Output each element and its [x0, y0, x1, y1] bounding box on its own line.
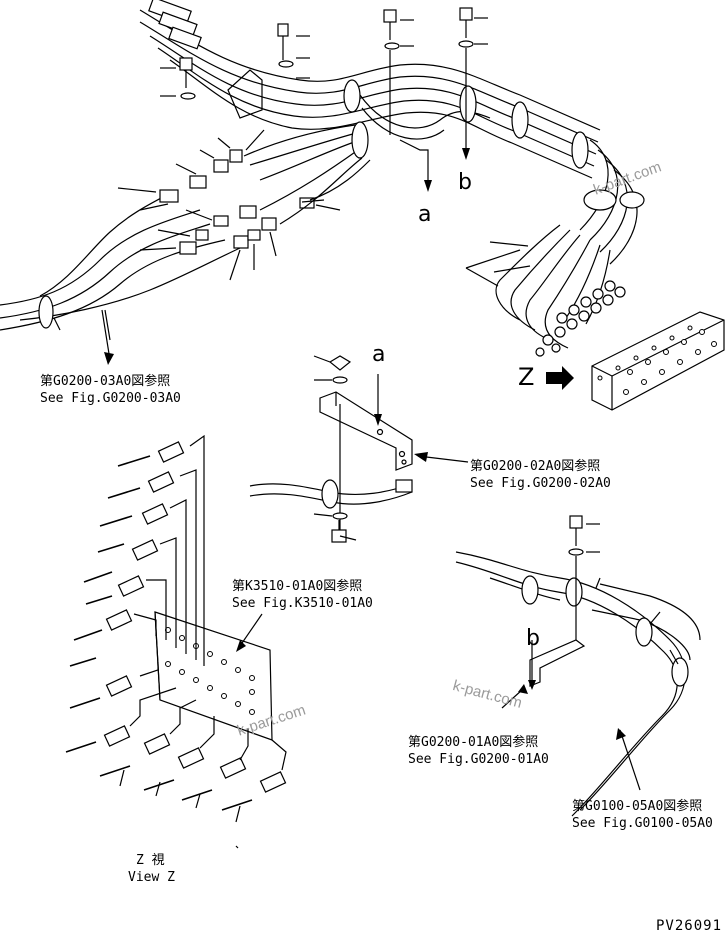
- bolt-group-top: [160, 7, 488, 135]
- label-b-lower: b: [526, 626, 540, 651]
- ref-g0100-05a0-jp: 第G0100-05A0図参照: [572, 799, 703, 814]
- label-z: Z: [518, 363, 535, 391]
- view-z-jp: Z 視: [136, 853, 165, 868]
- label-a-middle: a: [372, 342, 386, 367]
- view-z-en: View Z: [128, 870, 175, 885]
- left-hose-run: [0, 121, 371, 365]
- bottom-right-hoses: [455, 515, 701, 817]
- ref-k3510-01a0-jp: 第K3510-01A0図参照: [232, 579, 363, 594]
- ref-g0200-02a0-en: See Fig.G0200-02A0: [470, 476, 611, 491]
- middle-bracket: [249, 355, 469, 543]
- ref-g0200-01a0-en: See Fig.G0200-01A0: [408, 752, 549, 767]
- ref-g0200-03a0-en: See Fig.G0200-03A0: [40, 391, 181, 406]
- hose-bundle-main: [139, 0, 645, 265]
- ref-g0200-03a0-jp: 第G0200-03A0図参照: [40, 374, 171, 389]
- label-b-upper: b: [458, 170, 472, 195]
- ref-g0200-02a0-jp: 第G0200-02A0図参照: [470, 459, 601, 474]
- view-z-detail: [65, 434, 287, 849]
- ref-k3510-01a0-en: See Fig.K3510-01A0: [232, 596, 373, 611]
- ref-g0200-01a0-jp: 第G0200-01A0図参照: [408, 735, 539, 750]
- right-fittings-group: [465, 224, 725, 411]
- drawing-number: PV26091: [656, 918, 723, 934]
- arrows-ab-upper: [399, 120, 470, 192]
- ref-g0100-05a0-en: See Fig.G0100-05A0: [572, 816, 713, 831]
- label-a-upper: a: [418, 202, 432, 227]
